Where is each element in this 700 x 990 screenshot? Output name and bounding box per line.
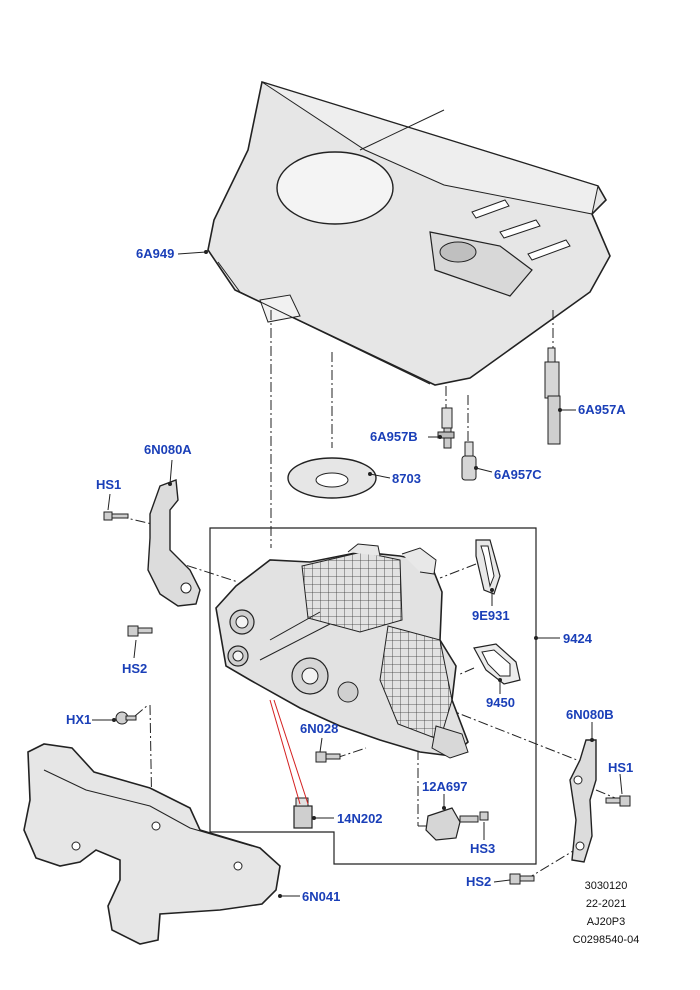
- leader-dots: [112, 250, 594, 898]
- ref-line-2: 22-2021: [585, 898, 627, 910]
- grommet-8703: [287, 457, 377, 499]
- label-9450: 9450: [486, 695, 515, 710]
- ref-line-4: C0298540-04: [572, 934, 640, 946]
- label-6a949: 6A949: [136, 246, 175, 261]
- label-6a957a: 6A957A: [578, 402, 626, 417]
- ref-line-1: 3030120: [584, 880, 628, 892]
- label-14n202: 14N202: [337, 811, 383, 826]
- intake-manifold: [215, 543, 469, 759]
- gasket-9e931: [475, 539, 501, 595]
- label-hx1: HX1: [66, 712, 92, 727]
- label-9424: 9424: [563, 631, 592, 646]
- label-hs2-left: HS2: [122, 661, 148, 676]
- gasket-9450: [473, 643, 521, 685]
- red-leader-lines: [269, 699, 309, 805]
- label-hs1-right: HS1: [608, 760, 634, 775]
- sensor-12a697: [418, 807, 479, 841]
- label-6n028: 6N028: [300, 721, 339, 736]
- heat-shield-6n041: [23, 743, 281, 945]
- label-8703: 8703: [392, 471, 421, 486]
- label-hs3: HS3: [470, 841, 496, 856]
- bracket-6n080b: [569, 739, 597, 863]
- leader-lines: [92, 251, 623, 897]
- label-hs1-left: HS1: [96, 477, 122, 492]
- label-6a957c: 6A957C: [494, 467, 542, 482]
- label-6n041: 6N041: [302, 889, 341, 904]
- bracket-6n080a: [147, 479, 201, 607]
- stud-6a957a: [544, 347, 561, 445]
- label-6n080b: 6N080B: [566, 707, 614, 722]
- stud-6a957c: [461, 441, 477, 481]
- assembly-box: [209, 527, 537, 865]
- stud-6a957b: [437, 407, 455, 449]
- sensor-14n202: [293, 797, 313, 829]
- label-6n080a: 6N080A: [144, 442, 192, 457]
- label-12a697: 12A697: [422, 779, 468, 794]
- ref-line-3: AJ20P3: [586, 916, 626, 928]
- label-hs2-right: HS2: [466, 874, 492, 889]
- label-6a957b: 6A957B: [370, 429, 418, 444]
- engine-cover: [207, 80, 611, 386]
- fasteners: [103, 511, 631, 885]
- label-9e931: 9E931: [472, 608, 510, 623]
